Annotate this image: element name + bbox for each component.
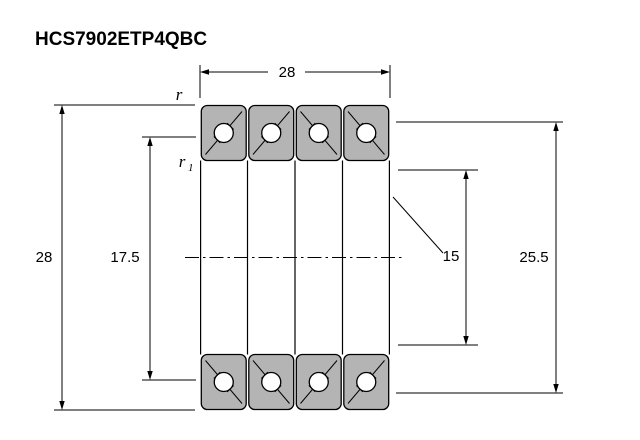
dim-label-bore: 15: [443, 248, 460, 265]
bearing-ball: [213, 122, 234, 144]
bearing-ball: [213, 371, 234, 393]
radius-label-r1-subscript: 1: [188, 162, 194, 174]
cage-marks: [308, 122, 330, 144]
bearing-ball: [308, 122, 329, 144]
bore-leader-line: [392, 196, 444, 254]
cage-marks: [260, 371, 282, 393]
radius-label-r: r: [176, 85, 183, 104]
cage-marks: [213, 371, 235, 393]
dimension-inner-shoulder: 17.5: [110, 136, 196, 381]
part-number-title: HCS7902ETP4QBC: [35, 29, 207, 50]
radius-labels: r r 1: [176, 85, 194, 174]
dimension-bore: 15: [392, 169, 478, 346]
radius-label-r1: r: [179, 152, 186, 171]
cage-marks: [213, 122, 235, 144]
cage-marks: [260, 122, 282, 144]
dimension-lines: [396, 121, 563, 394]
dimension-lines: [199, 65, 391, 98]
bearing-ball: [308, 371, 329, 393]
bearing-ring-sections: [200, 104, 390, 411]
bearing-ball: [261, 371, 282, 393]
dimension-outer-diameter: 28: [36, 104, 195, 411]
cage-marks: [355, 371, 377, 393]
dimension-outer-shoulder: 25.5: [396, 121, 563, 394]
dimension-lines: [398, 169, 478, 346]
cage-marks: [308, 371, 330, 393]
bearing-ball: [261, 122, 282, 144]
dim-label-outer-width: 28: [279, 64, 296, 81]
dimension-lines: [54, 104, 195, 411]
dimension-outer-width: 28: [199, 64, 391, 98]
bearing-ball: [356, 371, 377, 393]
dim-label-outer-diameter: 28: [36, 249, 53, 266]
cage-marks: [355, 122, 377, 144]
dim-label-inner-shoulder: 17.5: [110, 249, 139, 266]
dim-label-outer-shoulder: 25.5: [519, 249, 548, 266]
bearing-ball: [356, 122, 377, 144]
dimension-lines: [142, 136, 196, 381]
